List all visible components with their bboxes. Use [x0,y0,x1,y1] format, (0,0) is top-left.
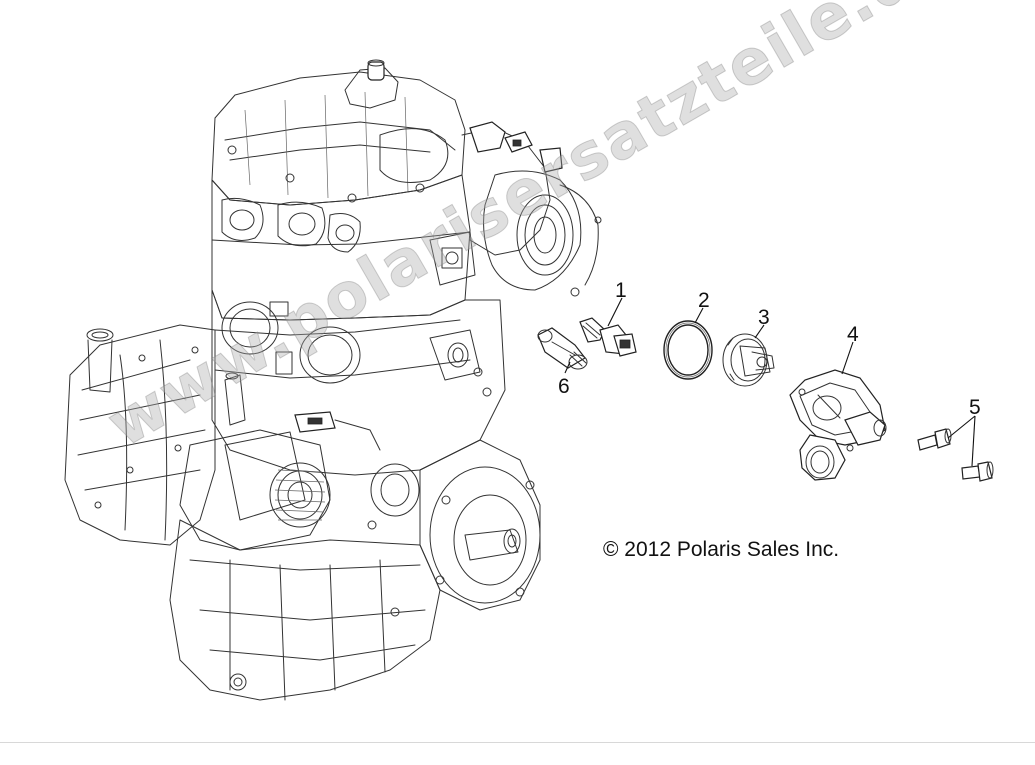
oil-pan [169,372,441,701]
throttle-body [461,121,602,297]
engine-assembly [64,59,602,701]
part-1-temperature-sensor [579,317,637,357]
bottom-divider [0,742,1035,743]
part-4-thermostat-housing [789,369,887,481]
part-3-thermostat [722,333,775,387]
part-5-bolts [917,428,994,482]
part-6-fitting [537,327,588,370]
starter-motor [179,411,381,551]
cylinder-block [211,174,476,321]
crankcase-upper [211,289,506,476]
callout-6: 6 [558,375,570,398]
callout-labels: 1 2 3 4 5 6 [558,279,981,419]
water-pump [370,439,541,611]
part-2-o-ring [663,320,713,380]
leader-lines [564,297,976,467]
callout-5: 5 [969,396,981,419]
gearcase [64,324,216,546]
cylinder-head [211,59,466,206]
callout-1: 1 [615,279,627,302]
callout-3: 3 [758,306,770,329]
callout-2: 2 [698,289,710,312]
callout-4: 4 [847,323,859,346]
copyright-notice: © 2012 Polaris Sales Inc. [603,538,840,561]
